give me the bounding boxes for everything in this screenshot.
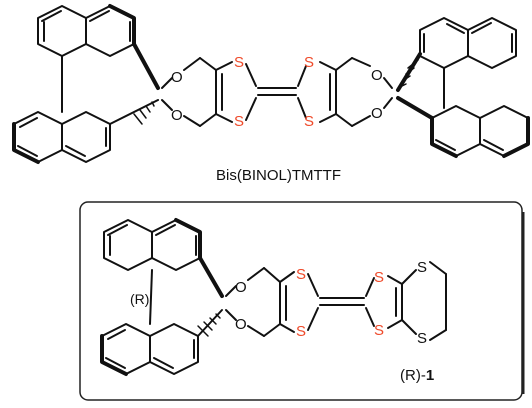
compound-number: 1	[426, 367, 434, 384]
oxygen-label: O	[235, 279, 247, 296]
top-right-hash-bond	[401, 59, 419, 87]
stereo-label: (R)	[130, 291, 149, 307]
bottom-molecule-name: (R)-1	[400, 367, 434, 384]
top-molecule-name: Bis(BINOL)TMTTF	[216, 167, 341, 184]
bottom-upper-naphthalene	[103, 218, 202, 271]
sulfur-label: S	[374, 322, 384, 339]
oxygen-label: O	[171, 107, 183, 124]
bottom-molecule	[100, 218, 447, 376]
bottom-lower-naphthalene	[100, 323, 199, 376]
compound-prefix: (R)-	[400, 367, 426, 384]
bottom-atom-labels: (R) O O S S S S S S	[130, 259, 427, 347]
top-right-upper-naphthalene	[419, 17, 517, 109]
oxygen-label: O	[171, 69, 183, 86]
sulfur-label: S	[234, 54, 244, 71]
sulfur-label: S	[304, 54, 314, 71]
sulfur-label: S	[296, 266, 306, 283]
top-right-lower-naphthalene	[430, 105, 530, 158]
sulfur-label: S	[296, 323, 306, 340]
bottom-hash-bond	[197, 313, 221, 337]
sulfur-label: S	[374, 269, 384, 286]
oxygen-label: O	[235, 316, 247, 333]
top-atom-labels: O O O O S S S S	[171, 54, 383, 130]
sulfur-label: S	[417, 330, 427, 347]
top-left-upper-naphthalene	[37, 4, 136, 57]
top-left-hash-bond	[133, 101, 155, 125]
sulfur-label: S	[417, 259, 427, 276]
sulfur-label: S	[234, 113, 244, 130]
sulfur-label: S	[304, 113, 314, 130]
oxygen-label: O	[371, 105, 383, 122]
top-molecule	[12, 4, 530, 164]
top-left-lower-naphthalene	[12, 111, 111, 164]
oxygen-label: O	[371, 67, 383, 84]
